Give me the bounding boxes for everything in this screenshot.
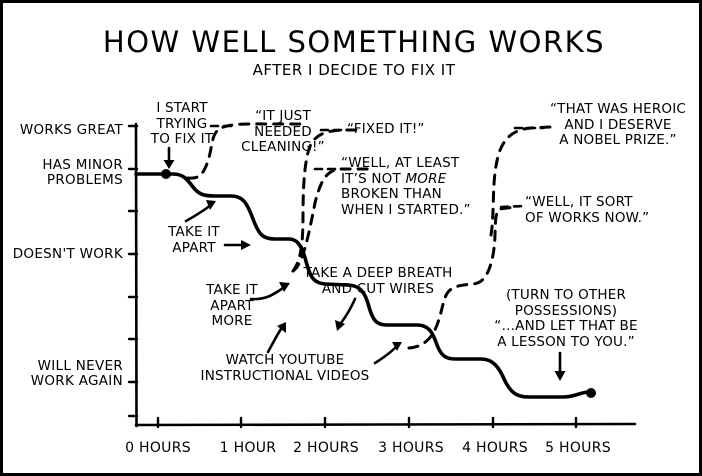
y-tick-label-line: PROBLEMS bbox=[46, 172, 123, 188]
series-perceived-dashed-4 bbox=[407, 205, 517, 350]
annotation-line: WHEN I STARTED.” bbox=[341, 201, 471, 218]
arrow-take-it-apart-upper bbox=[184, 200, 216, 223]
end-marker-dot bbox=[586, 388, 596, 398]
annotation-lesson-to-you: (TURN TO OTHER POSSESSIONS) “…AND LET TH… bbox=[494, 287, 638, 350]
chart-subtitle: AFTER I DECIDE TO FIX IT bbox=[252, 61, 456, 79]
x-tick-label-2-hours: 2 HOURS bbox=[293, 440, 359, 456]
arrow-start-trying bbox=[163, 146, 175, 169]
x-tick-label-0-hours: 0 HOURS bbox=[125, 440, 191, 456]
y-tick-label-line: HAS MINOR bbox=[42, 157, 123, 173]
x-tick-label-4-hours: 4 HOURS bbox=[462, 440, 528, 456]
y-tick-label-doesnt-work: DOESN'T WORK bbox=[11, 247, 123, 262]
y-tick-label-has-minor-problems: HAS MINOR PROBLEMS bbox=[11, 158, 123, 188]
series-perceived-dashed-3 bbox=[291, 167, 375, 273]
annotation-fixed-it: “FIXED IT!” bbox=[347, 121, 425, 137]
series-perceived-dashed bbox=[186, 122, 305, 180]
y-tick-label-line: WORKS GREAT bbox=[19, 122, 123, 138]
annotation-take-it-apart-more: TAKE IT APART MORE bbox=[206, 282, 258, 329]
y-axis-ticks bbox=[127, 124, 139, 418]
leader-sort-of-works bbox=[499, 204, 527, 209]
chart-title: HOW WELL SOMETHING WORKS bbox=[102, 25, 606, 59]
start-marker-dot bbox=[161, 169, 171, 179]
series-actual-solid bbox=[134, 172, 591, 399]
chart-svg bbox=[127, 122, 637, 429]
arrow-lesson-to-you bbox=[554, 351, 566, 381]
arrow-watch-youtube-left bbox=[266, 322, 286, 354]
annotation-line: IT’S NOT bbox=[341, 170, 406, 187]
annotation-line: “WELL, AT LEAST bbox=[341, 155, 460, 171]
x-axis-spine bbox=[134, 422, 637, 427]
arrow-deep-breath bbox=[335, 297, 357, 331]
arrow-watch-youtube-right bbox=[373, 342, 402, 365]
y-tick-label-line: WILL NEVER bbox=[37, 358, 123, 374]
annotation-emphasis: MORE bbox=[405, 170, 447, 187]
annotation-nobel-prize: “THAT WAS HEROIC AND I DESERVE A NOBEL P… bbox=[549, 101, 687, 148]
x-tick-label-5-hours: 5 HOURS bbox=[545, 440, 611, 456]
x-tick-label-1-hour: 1 HOUR bbox=[219, 440, 277, 456]
annotation-watch-youtube: WATCH YOUTUBE INSTRUCTIONAL VIDEOS bbox=[200, 352, 370, 384]
annotation-line: BROKEN THAN bbox=[341, 186, 442, 202]
annotation-sort-of-works: “WELL, IT SORT OF WORKS NOW.” bbox=[525, 194, 650, 226]
y-tick-label-will-never-work-again: WILL NEVER WORK AGAIN bbox=[11, 359, 123, 389]
y-tick-label-works-great: WORKS GREAT bbox=[11, 123, 123, 138]
annotation-take-it-apart: TAKE IT APART bbox=[168, 224, 220, 256]
x-axis-ticks bbox=[156, 416, 578, 429]
annotation-just-cleaning: “IT JUST NEEDED CLEANING!” bbox=[241, 108, 325, 155]
x-tick-label-3-hours: 3 HOURS bbox=[378, 440, 444, 456]
arrow-take-it-apart-lower bbox=[223, 240, 251, 250]
annotation-start-trying: I START TRYING TO FIX IT bbox=[150, 100, 214, 147]
y-tick-label-line: DOESN'T WORK bbox=[12, 246, 123, 262]
y-tick-label-line: WORK AGAIN bbox=[30, 373, 123, 389]
arrow-take-it-apart-more bbox=[249, 282, 290, 301]
series-perceived-dashed-5 bbox=[489, 125, 553, 237]
